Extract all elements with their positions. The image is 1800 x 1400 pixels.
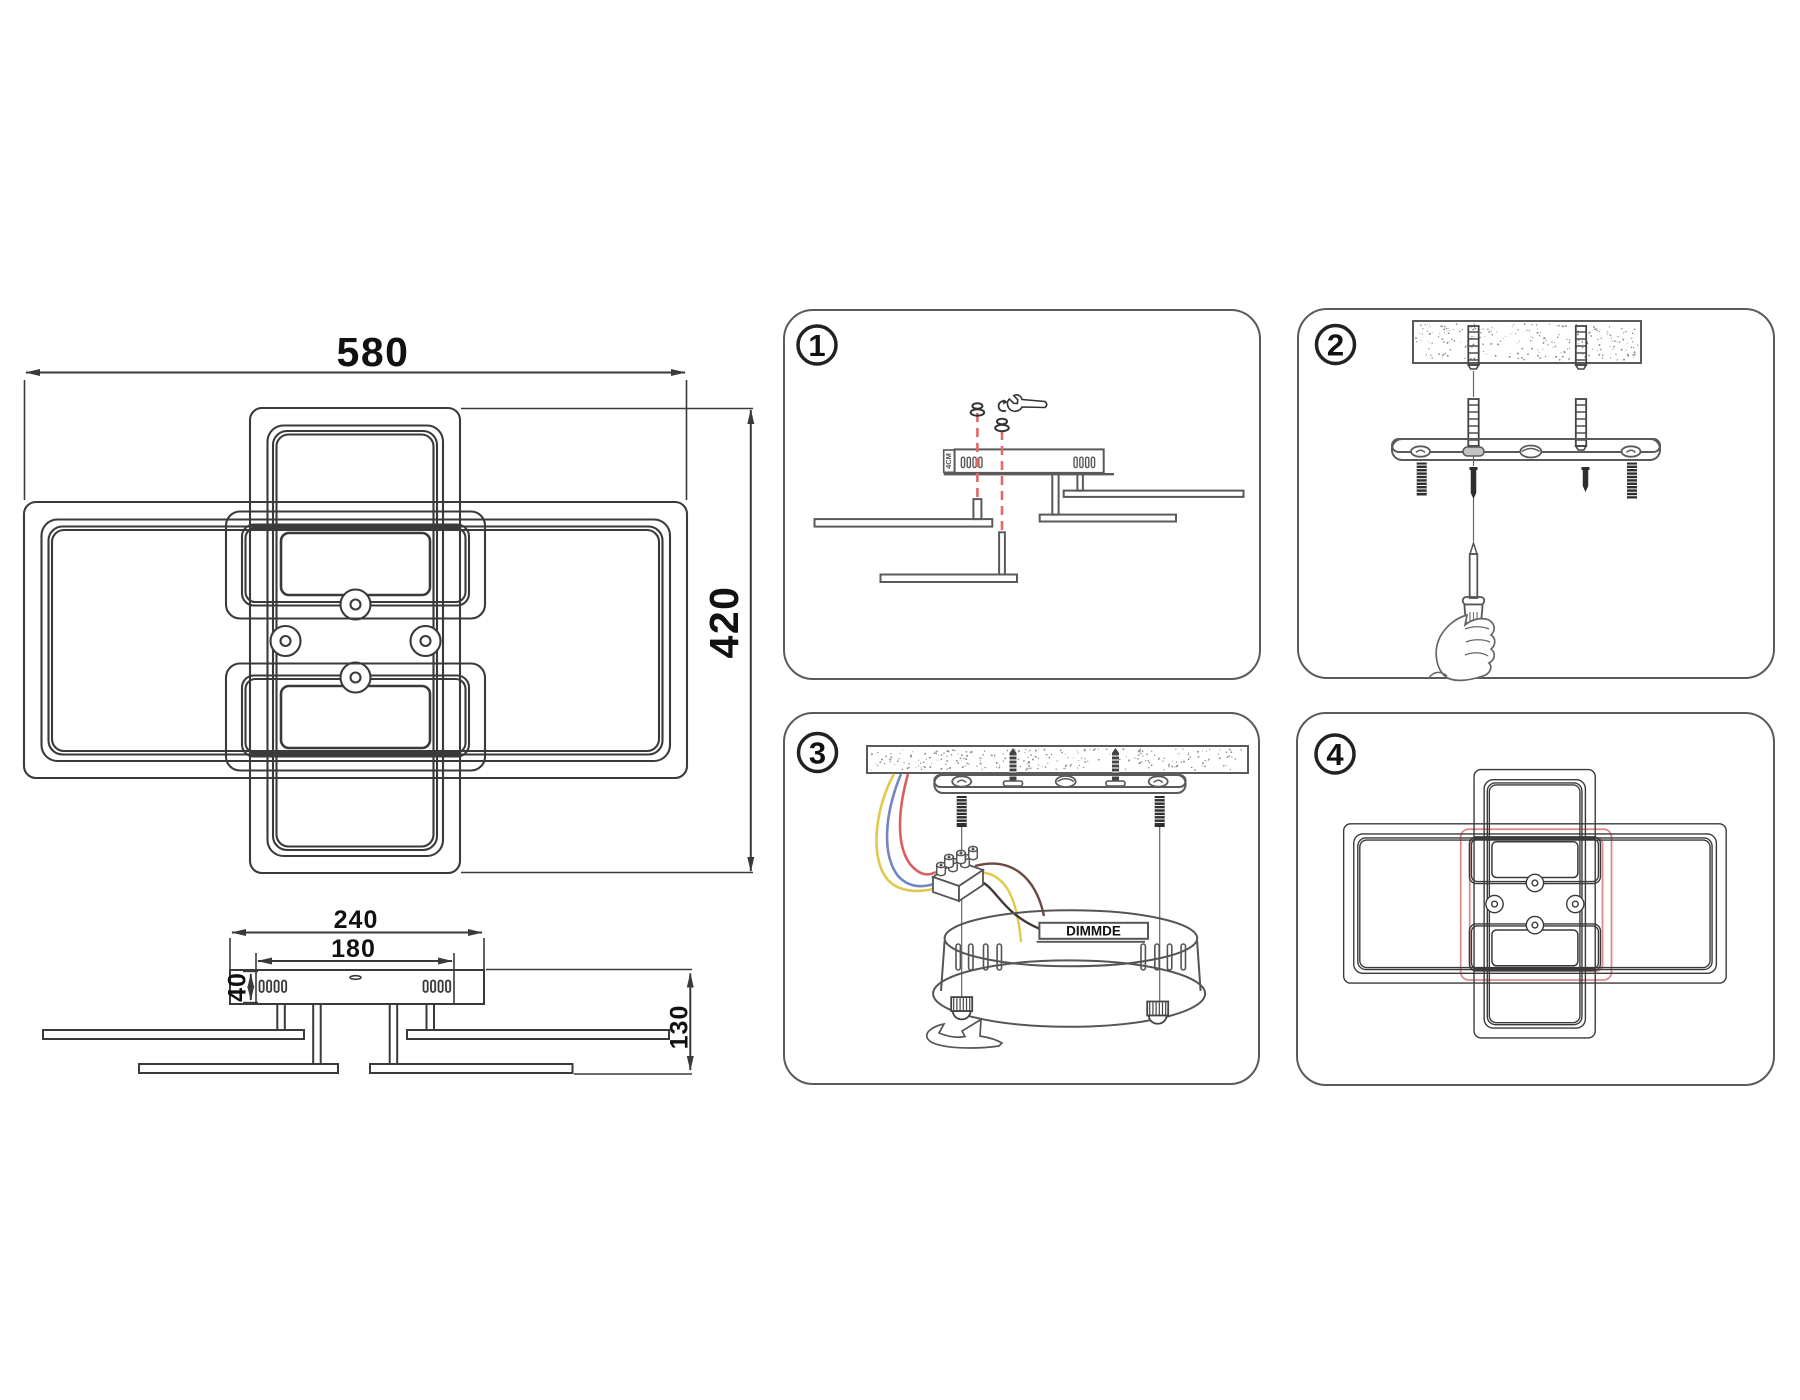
svg-text:40: 40 [224,972,252,1002]
svg-text:130: 130 [666,1005,694,1050]
svg-text:3: 3 [809,736,826,771]
svg-text:580: 580 [337,329,410,375]
svg-text:420: 420 [701,586,747,659]
svg-text:2: 2 [1327,328,1344,363]
svg-text:4CM: 4CM [944,453,953,469]
svg-text:4: 4 [1326,737,1344,772]
svg-text:240: 240 [334,906,379,934]
svg-text:1: 1 [808,328,825,363]
svg-text:180: 180 [331,935,376,963]
svg-text:DIMMDE: DIMMDE [1066,923,1121,938]
